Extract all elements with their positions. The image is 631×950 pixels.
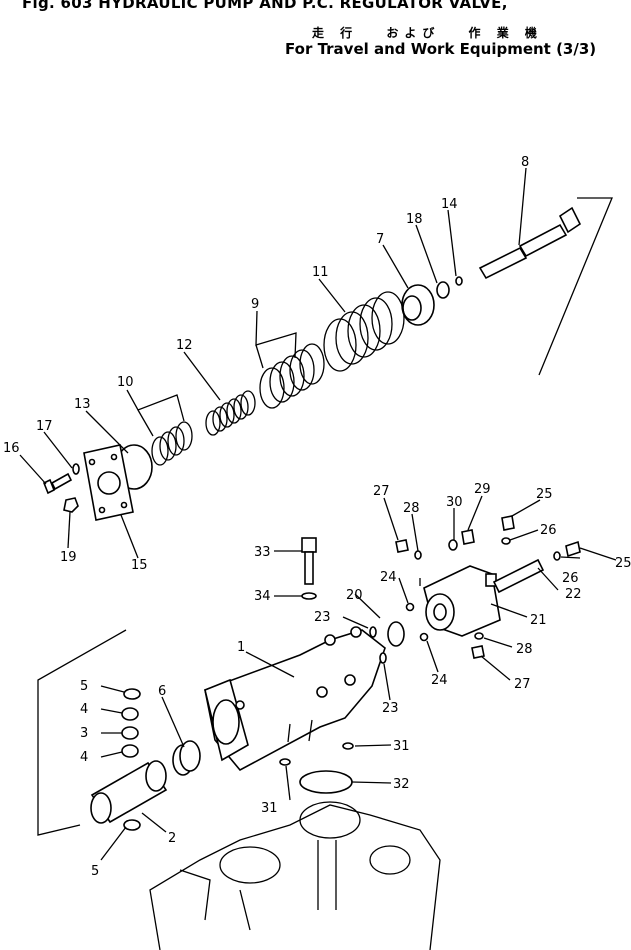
callout-5-upper: 5 [80,679,88,694]
part-24-plug-upper [405,602,415,612]
part-28-o-ring-lower [474,632,484,640]
callout-2: 2 [168,831,176,846]
part-4-ring-upper [121,707,139,721]
part-9-springs [259,343,325,409]
leader-lines [19,167,617,861]
callout-23-upper: 23 [314,610,331,625]
part-15-cover [83,444,134,521]
callout-28-lower: 28 [516,642,533,657]
part-21-regulator-block [423,565,501,637]
callout-17: 17 [36,419,53,434]
callout-16: 16 [3,441,20,456]
assembly-boundary-lines [37,197,613,836]
callout-13: 13 [74,397,91,412]
callout-28-upper: 28 [403,501,420,516]
part-27-plug-lower [471,645,485,659]
part-26-o-ring-right [553,551,561,561]
callout-25-right: 25 [615,556,631,571]
callout-25-upper: 25 [536,487,553,502]
callout-9: 9 [251,297,259,312]
figure-subtitle: For Travel and Work Equipment (3/3) [285,40,597,58]
pump-housing [149,801,441,950]
callout-4-upper: 4 [80,702,88,717]
callout-12: 12 [176,338,193,353]
part-18-washer [436,281,450,299]
part-27-plug-upper [395,539,409,553]
part-23-o-ring-lower [379,652,387,664]
part-28-o-ring-upper [414,550,422,560]
callout-29: 29 [474,482,491,497]
callout-7: 7 [376,232,384,247]
callout-27-lower: 27 [514,677,531,692]
callout-5-lower: 5 [91,864,99,879]
part-11-outer-spring [323,291,405,372]
part-1-valve-body [204,626,386,772]
part-4-ring-lower [121,744,139,758]
part-25-plug-right [565,540,581,558]
callout-11: 11 [312,265,329,280]
part-5-snap-ring-lower [123,819,141,831]
callout-10: 10 [117,375,134,390]
part-24-plug-lower [419,632,429,642]
part-3-ring [121,726,139,740]
callout-33: 33 [254,545,271,560]
callout-24-lower: 24 [431,673,448,688]
part-12-inner-spring [205,390,256,436]
callout-24-upper: 24 [380,570,397,585]
part-5-snap-ring-upper [123,688,141,700]
callout-19: 19 [60,550,77,565]
callout-labels: 8 14 18 7 11 9 12 10 13 17 16 15 19 1 6 … [3,155,631,879]
figure-title: Fig. 603 HYDRAULIC PUMP AND P.C. REGULAT… [22,0,508,12]
part-22-bolt [492,558,545,594]
part-16-bolt [42,472,73,495]
part-8-bolt [478,206,582,280]
callout-22: 22 [565,587,582,602]
part-14-o-ring [455,276,463,286]
part-34-washer [301,592,317,600]
callout-4-lower: 4 [80,750,88,765]
callout-20: 20 [346,588,363,603]
part-31-o-ring-right [342,742,354,750]
callout-23-lower: 23 [382,701,399,716]
part-2-cylinder [90,760,168,824]
part-10-springs [151,421,193,466]
callout-3: 3 [80,726,88,741]
part-26-o-ring-upper [501,537,511,545]
part-17-washer [72,463,80,475]
part-25-plug-upper [501,515,515,531]
callout-21: 21 [530,613,547,628]
callout-14: 14 [441,197,458,212]
callout-30: 30 [446,495,463,510]
part-29-plug [461,529,475,545]
callout-31-left: 31 [261,801,278,816]
callout-32: 32 [393,777,410,792]
callout-18: 18 [406,212,423,227]
part-19-nut [63,497,79,513]
callout-8: 8 [521,155,529,170]
part-30-o-ring [448,539,458,551]
figure-subtitle-japanese: 走 行 および 作 業 機 [312,26,543,40]
callout-15: 15 [131,558,148,573]
part-31-o-ring-left [279,758,291,766]
part-33-bolt [301,537,317,585]
callout-26-right: 26 [562,571,579,586]
callout-27-upper: 27 [373,484,390,499]
callout-31-right: 31 [393,739,410,754]
part-23-o-ring-upper [369,626,377,638]
part-6-sleeve [172,740,201,776]
callout-26-upper: 26 [540,523,557,538]
callout-1: 1 [237,640,245,655]
part-32-o-ring [299,770,353,794]
callout-6: 6 [158,684,166,699]
callout-34: 34 [254,589,271,604]
part-7-spring-seat [401,284,435,326]
part-20-o-ring [387,621,405,647]
